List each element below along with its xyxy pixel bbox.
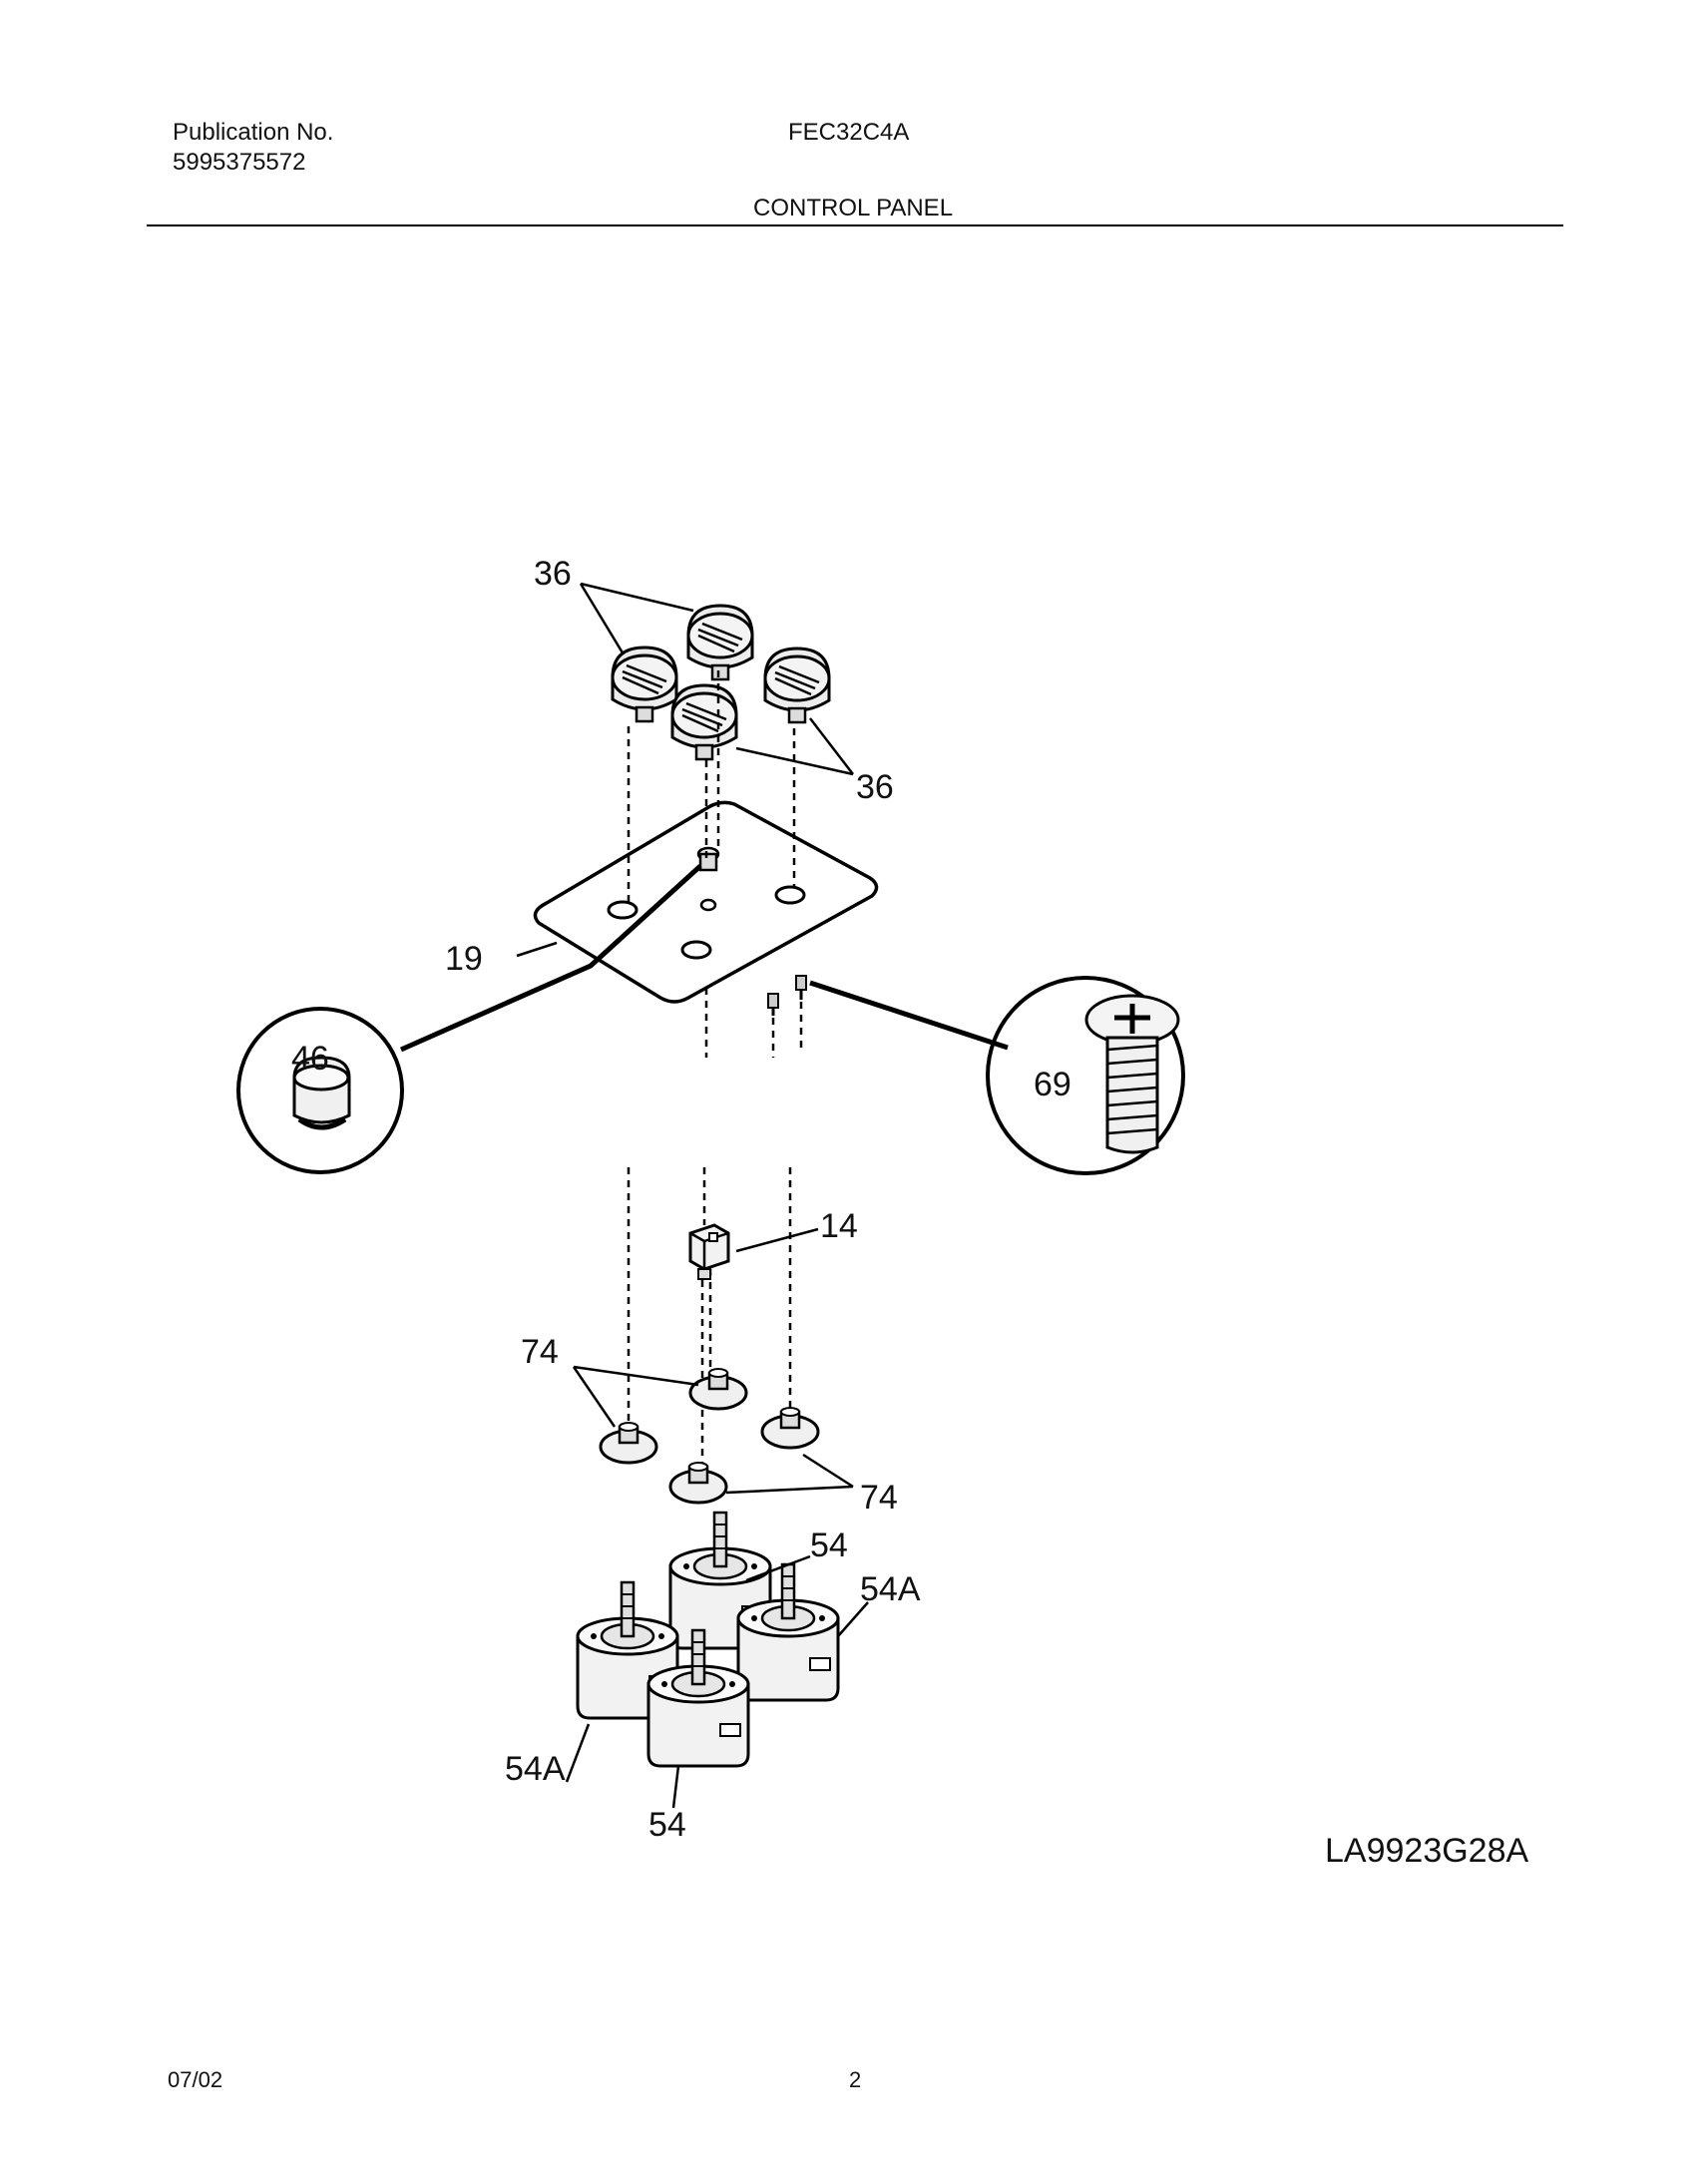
panel-screw xyxy=(767,975,807,1016)
valve-seal xyxy=(760,1406,820,1450)
detail-leaders xyxy=(399,864,1009,1053)
diagram-code: LA9923G28A xyxy=(1325,1832,1529,1870)
panel-plug xyxy=(696,846,720,872)
callout-74-left: 74 xyxy=(521,1333,559,1371)
callout-46: 46 xyxy=(291,1040,329,1078)
surface-switch xyxy=(688,1223,730,1280)
callout-54-bottom: 54 xyxy=(648,1806,686,1844)
callout-74-right: 74 xyxy=(860,1479,898,1517)
valve-seal xyxy=(599,1421,658,1465)
callout-54a-right: 54A xyxy=(860,1570,921,1608)
surface-knob xyxy=(670,683,738,761)
surface-knob xyxy=(611,646,678,723)
callout-19: 19 xyxy=(445,940,483,978)
callout-36-right: 36 xyxy=(856,768,894,806)
header-rule xyxy=(147,224,1563,226)
publication-number: 5995375572 xyxy=(173,149,306,176)
callout-54-top: 54 xyxy=(810,1527,848,1564)
valve-seal xyxy=(668,1461,728,1505)
callout-54a-left: 54A xyxy=(505,1750,566,1788)
valve-seal xyxy=(688,1367,748,1411)
callout-36-top: 36 xyxy=(534,555,572,593)
surface-knob xyxy=(686,604,754,681)
model-number: FEC32C4A xyxy=(788,119,910,146)
callout-14: 14 xyxy=(820,1207,858,1245)
leader-lines xyxy=(516,582,869,1809)
page-number: 2 xyxy=(849,2067,862,2092)
section-title: CONTROL PANEL xyxy=(753,195,954,221)
detail-circle-plug xyxy=(236,1007,404,1174)
surface-knob xyxy=(763,647,831,724)
assembly-lines xyxy=(627,670,803,1477)
publication-label: Publication No. xyxy=(173,119,334,146)
footer-date: 07/02 xyxy=(168,2067,223,2092)
callout-69: 69 xyxy=(1034,1066,1071,1103)
detail-circle-screw xyxy=(986,976,1185,1175)
